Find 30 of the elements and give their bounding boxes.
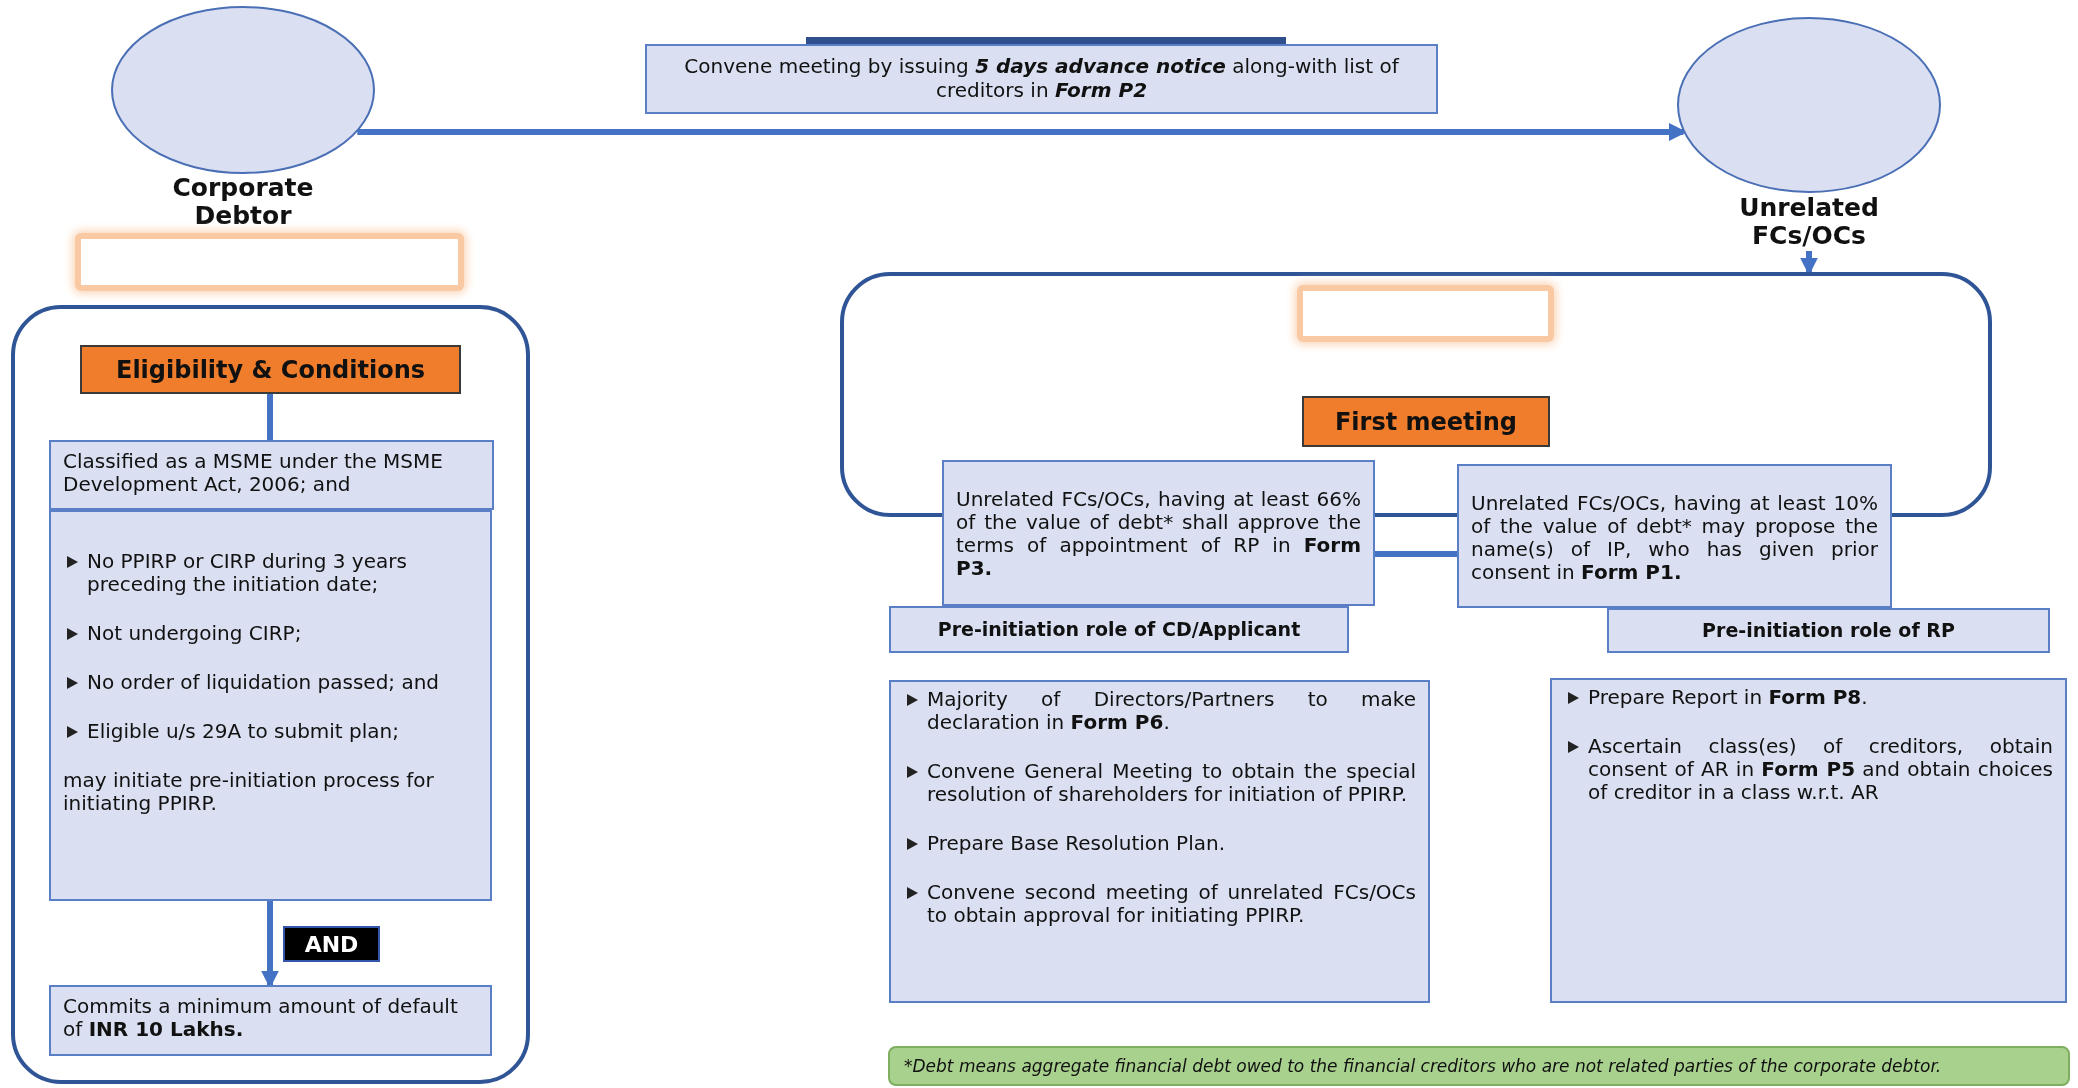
rounded-group-frame (11, 305, 530, 1084)
condition-box: Commits a minimum amount of default of INR 10 Lakhs. (49, 985, 492, 1056)
role-header: Pre-initiation role of RP (1607, 608, 2050, 653)
edge-label: AND (283, 926, 380, 962)
task-list-box (1550, 678, 2067, 1003)
section-header: First meeting (1302, 396, 1550, 447)
conditions-list-box (49, 510, 492, 901)
empty-highlight-box (1297, 285, 1554, 342)
condition-box: Classified as a MSME under the MSME Development Act, 2006; and (49, 440, 494, 510)
party-label: Unrelated FCs/OCs (1738, 194, 1880, 249)
edge-label: Convene meeting by issuing 5 days advance notice along-with list of creditors in Form P2 (645, 44, 1438, 114)
bullet-item: Prepare Report in Form P8. (1564, 686, 2053, 709)
bullet-item: Convene General Meeting to obtain the special resolution of shareholders for initiation of PPIRP. (903, 760, 1416, 806)
connector-line (1375, 551, 1457, 557)
role-header: Pre-initiation role of CD/Applicant (889, 606, 1349, 653)
empty-highlight-box (75, 233, 464, 291)
note-text: may initiate pre-initiation process for initiating PPIRP. (63, 769, 435, 815)
bullet-item: Eligible u/s 29A to submit plan; (63, 720, 478, 743)
bullet-item: No PPIRP or CIRP during 3 years preceding the initiation date; (63, 550, 478, 596)
party-label: Corporate Debtor (171, 174, 315, 229)
bullet-item: No order of liquidation passed; and (63, 671, 478, 694)
bullet-item: Ascertain class(es) of creditors, obtain consent of AR in Form P5 and obtain choices of creditor in a class w.r.t. AR (1564, 735, 2053, 804)
bullet-item: Convene second meeting of unrelated FCs/OCs to obtain approval for initiating PPIRP. (903, 881, 1416, 927)
connector-line (267, 394, 273, 440)
section-header: Eligibility & Conditions (80, 345, 461, 394)
task-list-box (889, 680, 1430, 1003)
bullet-item: Majority of Directors/Partners to make declaration in Form P6. (903, 688, 1416, 734)
bullet-item: Not undergoing CIRP; (63, 622, 478, 645)
bullet-item: Prepare Base Resolution Plan. (903, 832, 1416, 855)
footnote-box: *Debt means aggregate financial debt owed to the financial creditors who are not related parties of the corporate debtor. (888, 1046, 2070, 1086)
